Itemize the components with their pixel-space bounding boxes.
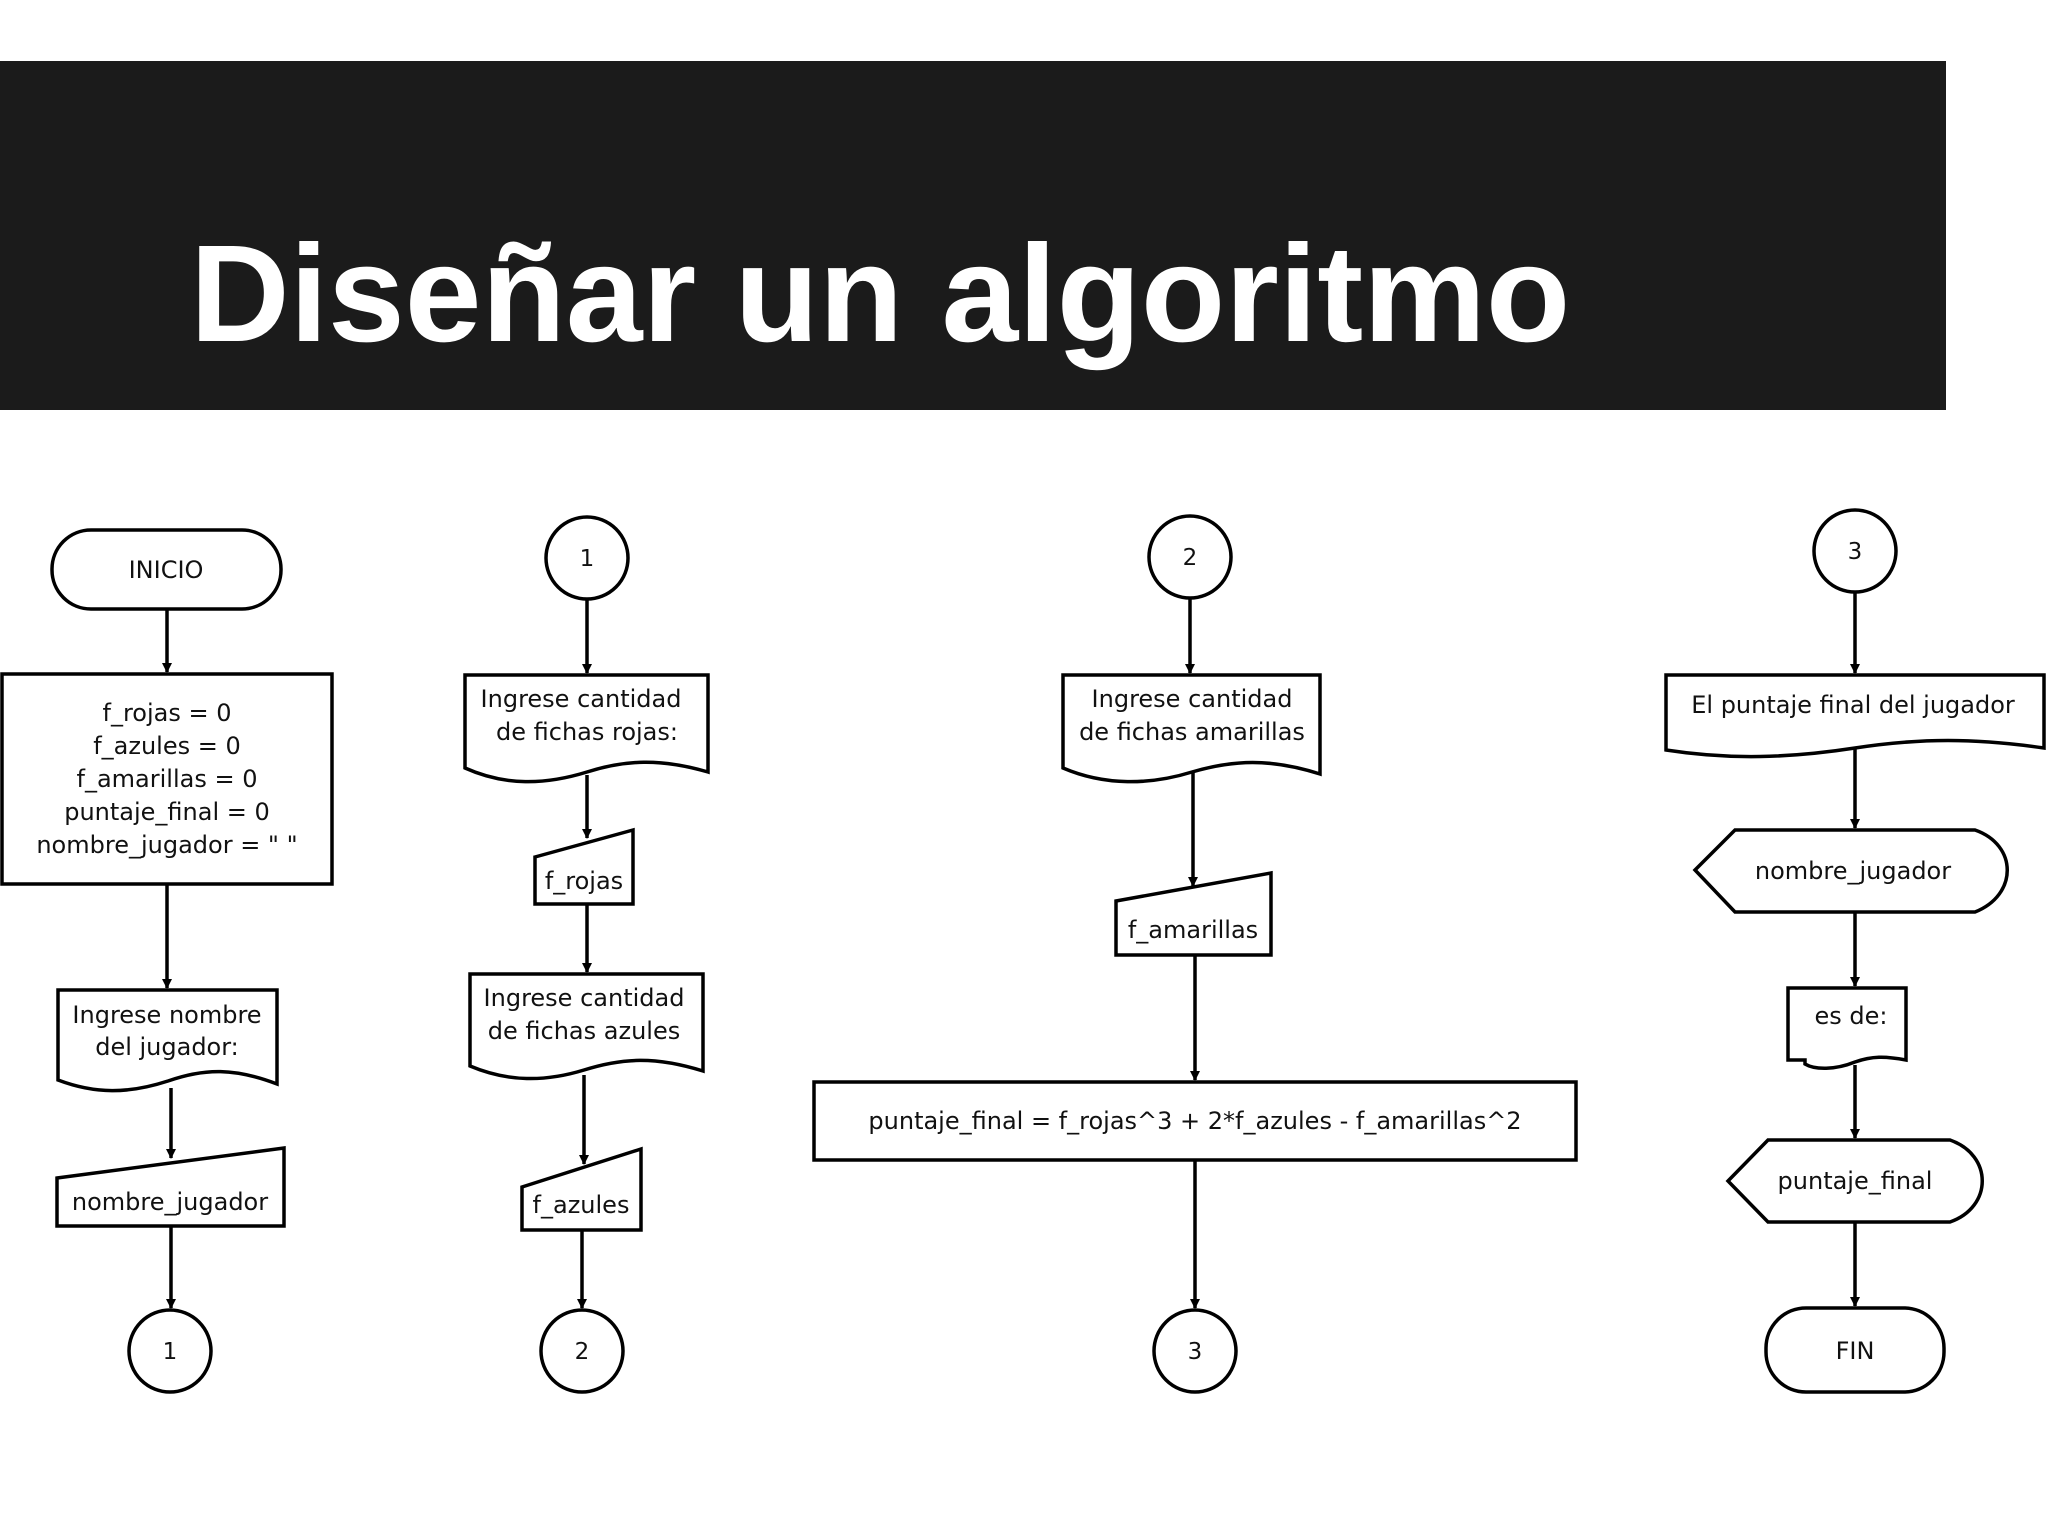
input-amarillas-manual: f_amarillas [1114,870,1273,957]
prompt-rojas-document: Ingrese cantidad de fichas rojas: [463,673,710,784]
connector-label: 2 [575,1339,590,1365]
connector-in-2: 2 [1147,514,1233,600]
display-name-shape: nombre_jugador [1692,828,2009,914]
connector-label: 1 [163,1339,178,1365]
column-1: INICIO f_rojas = 0 f_azules = 0 f_amaril… [0,528,334,1394]
connector-label: 3 [1188,1339,1203,1365]
display-label: nombre_jugador [1755,857,1951,885]
init-process-box: f_rojas = 0 f_azules = 0 f_amarillas = 0… [0,672,334,886]
connector-label: 1 [580,546,595,572]
prompt-line: Ingrese nombre [72,1001,261,1029]
start-terminal: INICIO [50,528,283,611]
connector-out-3: 3 [1152,1308,1238,1394]
input-label: f_azules [533,1191,630,1219]
column-4: 3 El puntaje final del jugador nombre_ju… [1664,508,2046,1394]
prompt-line: del jugador: [95,1033,239,1061]
prompt-line: Ingrese cantidad [484,984,685,1012]
input-name-manual: nombre_jugador [55,1146,286,1228]
init-line: f_azules = 0 [93,732,241,760]
column-3: 2 Ingrese cantidad de fichas amarillas f… [812,514,1578,1394]
start-label: INICIO [129,556,204,584]
prompt-name-document: Ingrese nombre del jugador: [56,988,279,1093]
input-label: nombre_jugador [72,1188,268,1216]
column-2: 1 Ingrese cantidad de fichas rojas: f_ro… [463,515,710,1394]
prompt-line: de fichas rojas: [496,718,678,746]
formula-text: puntaje_final = f_rojas^3 + 2*f_azules -… [868,1107,1521,1135]
display-score-shape: puntaje_final [1725,1138,1984,1224]
connector-in-3: 3 [1812,508,1898,594]
input-label: f_amarillas [1128,916,1258,944]
input-label: f_rojas [545,867,623,895]
init-line: nombre_jugador = " " [36,831,297,859]
output-text-document: El puntaje final del jugador [1664,673,2046,759]
output-label: El puntaje final del jugador [1691,691,2015,719]
end-label: FIN [1836,1337,1875,1365]
slide-title: Diseñar un algoritmo [190,217,1571,371]
connector-out-2: 2 [539,1308,625,1394]
output-label: es de: [1815,1002,1888,1030]
input-rojas-manual: f_rojas [533,827,635,906]
title-bar [0,61,1946,410]
prompt-line: de fichas azules [488,1017,680,1045]
prompt-line: de fichas amarillas [1079,718,1305,746]
formula-process-box: puntaje_final = f_rojas^3 + 2*f_azules -… [812,1080,1578,1162]
connector-label: 3 [1848,539,1863,565]
prompt-line: Ingrese cantidad [1092,685,1293,713]
output-es-de-document: es de: [1786,986,1908,1070]
connector-label: 2 [1183,545,1198,571]
prompt-line: Ingrese cantidad [481,685,682,713]
init-line: f_amarillas = 0 [77,765,258,793]
connector-in-1: 1 [544,515,630,601]
prompt-azules-document: Ingrese cantidad de fichas azules [468,972,705,1081]
display-label: puntaje_final [1778,1167,1933,1195]
end-terminal: FIN [1764,1306,1946,1394]
init-line: f_rojas = 0 [103,699,232,727]
init-line: puntaje_final = 0 [64,798,270,826]
connector-out-1: 1 [127,1308,213,1394]
input-azules-manual: f_azules [520,1146,643,1232]
prompt-amarillas-document: Ingrese cantidad de fichas amarillas [1061,673,1322,784]
